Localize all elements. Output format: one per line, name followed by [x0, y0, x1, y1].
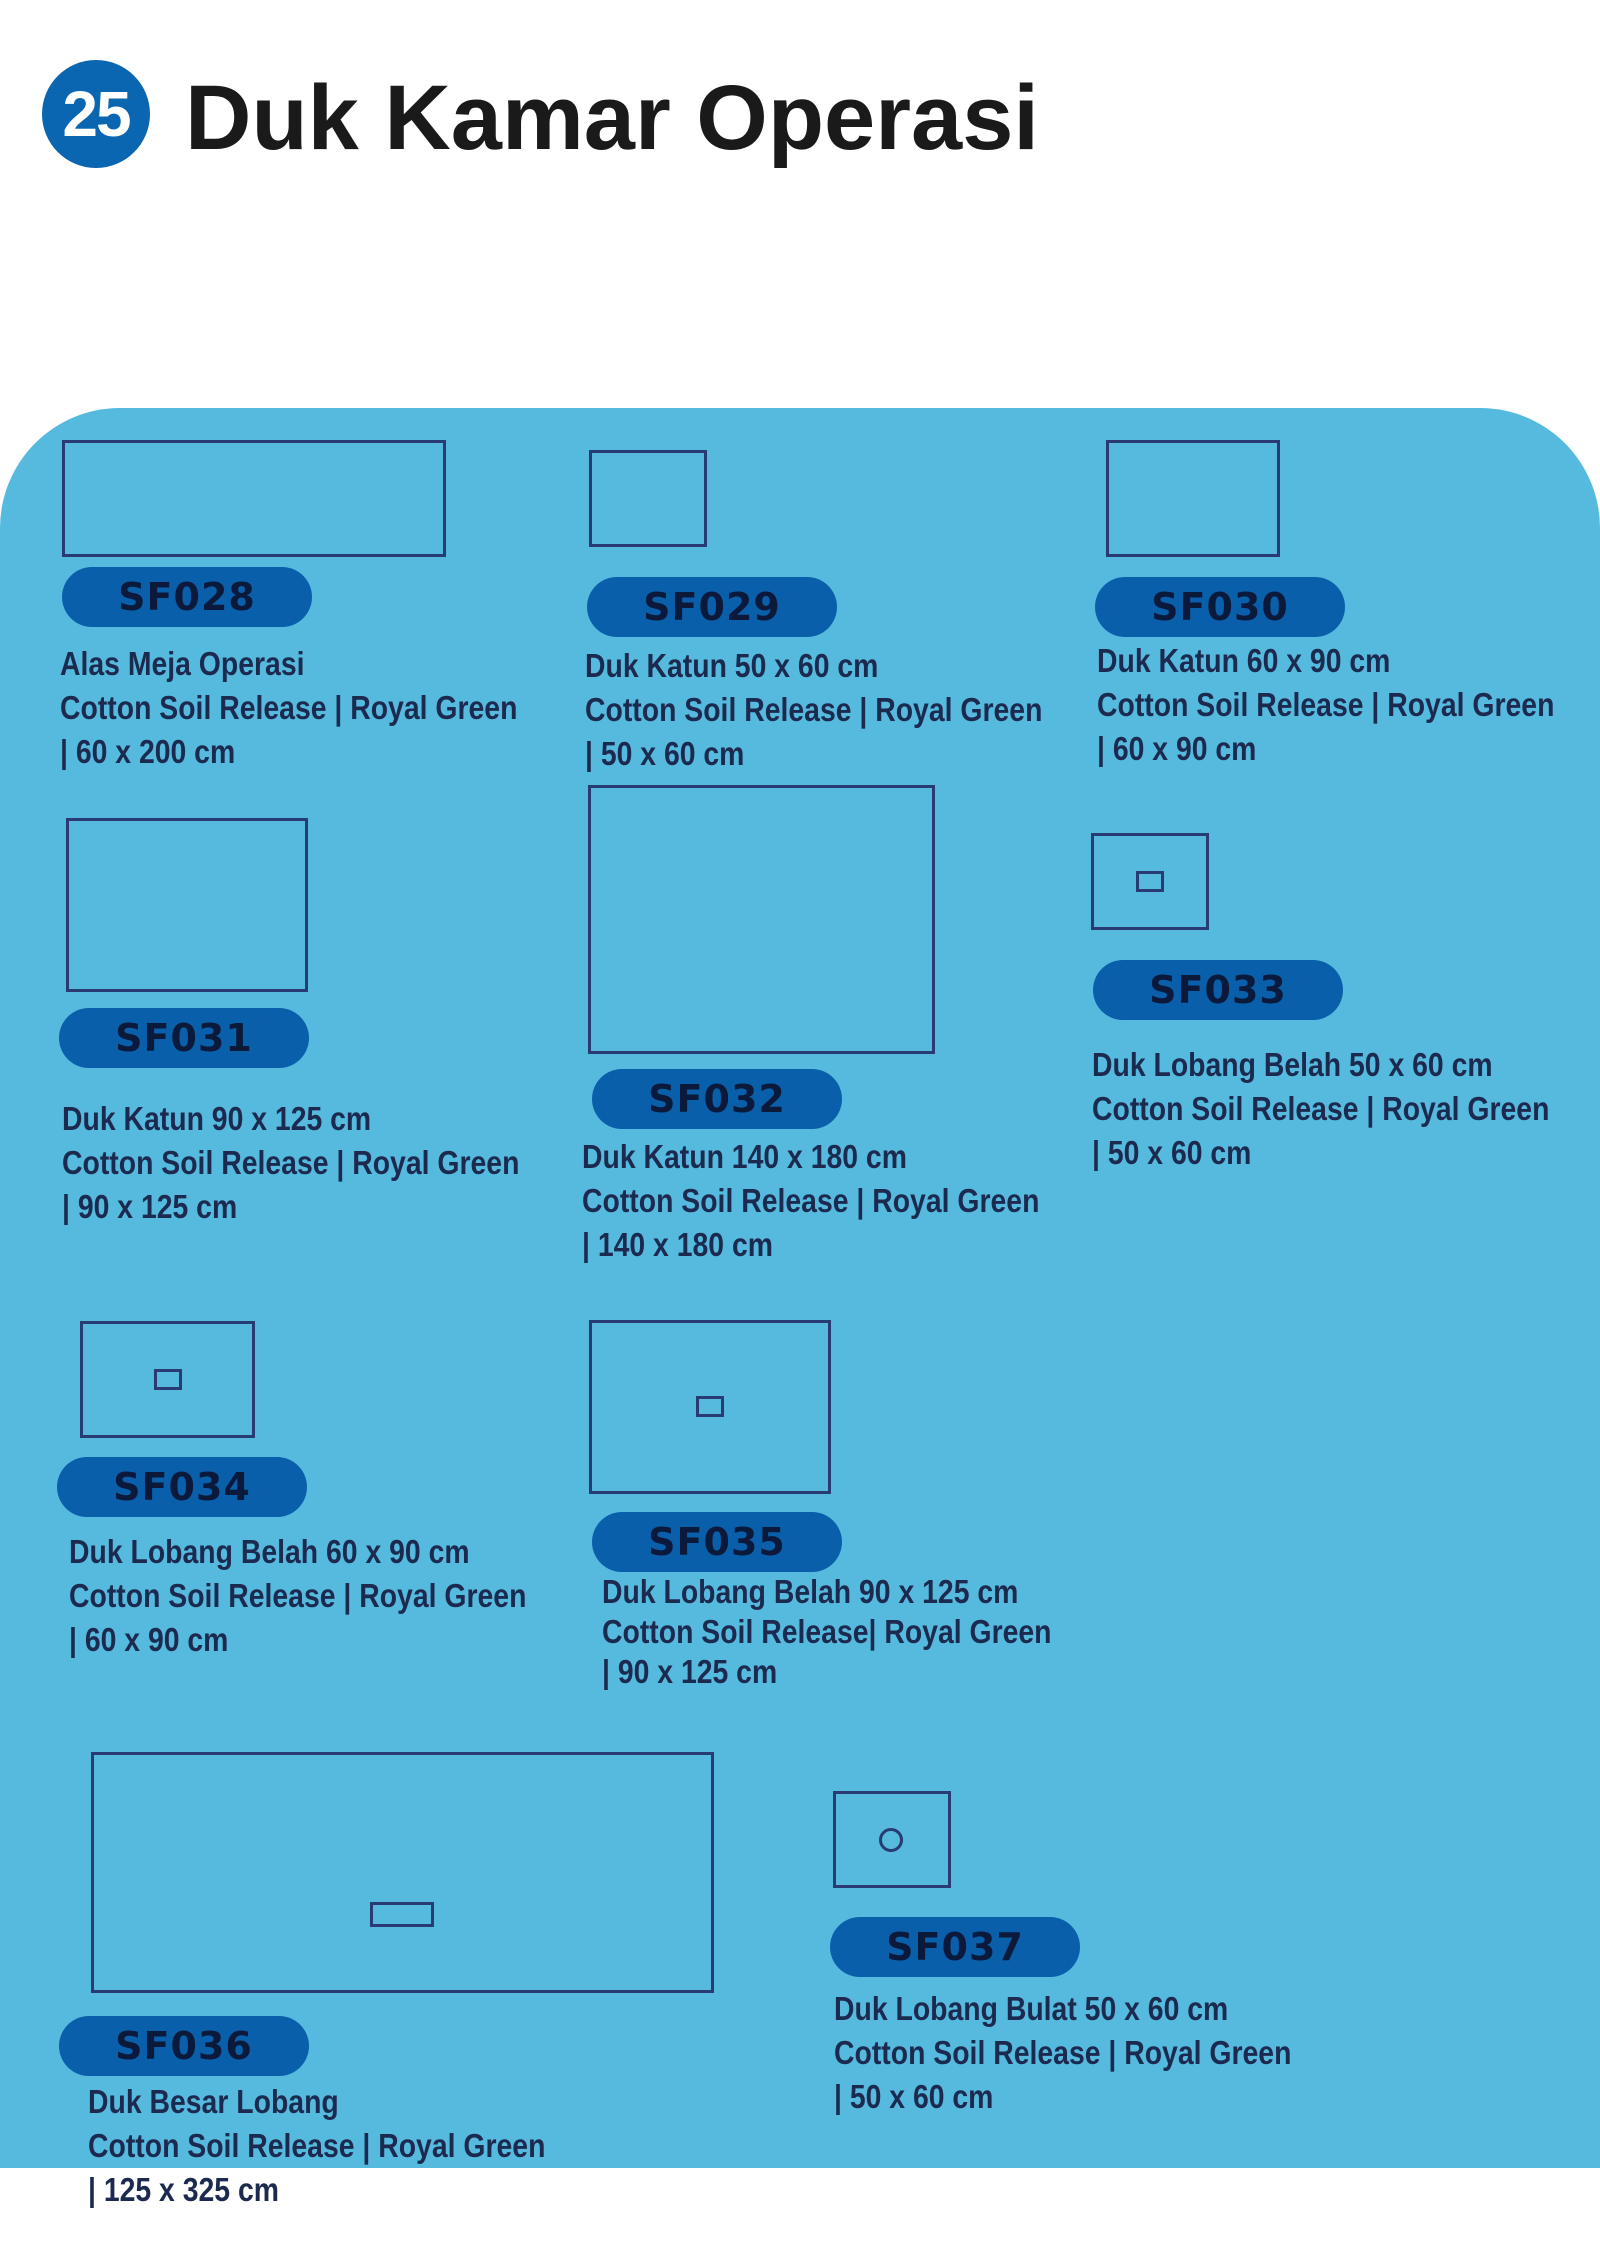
product-description-sf034: Duk Lobang Belah 60 x 90 cm Cotton Soil … [69, 1530, 526, 1662]
product-code-sf034: SF034 [57, 1457, 307, 1517]
product-code-sf031: SF031 [59, 1008, 309, 1068]
product-size: | 125 x 325 cm [88, 2171, 279, 2208]
product-size: | 50 x 60 cm [1092, 1134, 1252, 1171]
product-material: Cotton Soil Release | Royal Green [585, 691, 1043, 728]
product-size: | 90 x 125 cm [62, 1188, 238, 1225]
product-description-sf036: Duk Besar Lobang Cotton Soil Release | R… [88, 2080, 545, 2212]
product-name: Duk Besar Lobang [88, 2083, 339, 2120]
product-name: Duk Katun 90 x 125 cm [62, 1100, 372, 1137]
product-description-sf029: Duk Katun 50 x 60 cm Cotton Soil Release… [585, 644, 1042, 776]
drape-hole-sf037 [879, 1828, 903, 1852]
product-material: Cotton Soil Release | Royal Green [62, 1144, 520, 1181]
product-code-sf028: SF028 [62, 567, 312, 627]
drape-diagram-sf035 [589, 1320, 831, 1494]
product-name: Duk Katun 50 x 60 cm [585, 647, 879, 684]
product-code-sf029: SF029 [587, 577, 837, 637]
product-material: Cotton Soil Release | Royal Green [88, 2127, 546, 2164]
product-size: | 60 x 90 cm [69, 1621, 229, 1658]
product-code-sf032: SF032 [592, 1069, 842, 1129]
drape-diagram-sf036 [91, 1752, 714, 1993]
product-description-sf037: Duk Lobang Bulat 50 x 60 cm Cotton Soil … [834, 1987, 1291, 2119]
product-size: | 50 x 60 cm [585, 735, 745, 772]
product-name: Duk Lobang Belah 90 x 125 cm [602, 1573, 1019, 1610]
product-material: Cotton Soil Release| Royal Green [602, 1613, 1052, 1650]
product-name: Duk Lobang Belah 50 x 60 cm [1092, 1046, 1493, 1083]
drape-diagram-sf032 [588, 785, 935, 1054]
product-description-sf031: Duk Katun 90 x 125 cm Cotton Soil Releas… [62, 1097, 519, 1229]
product-code-sf035: SF035 [592, 1512, 842, 1572]
drape-hole-sf034 [154, 1369, 182, 1390]
product-code-sf037: SF037 [830, 1917, 1080, 1977]
drape-hole-sf036 [370, 1902, 434, 1927]
drape-diagram-sf031 [66, 818, 308, 992]
product-size: | 140 x 180 cm [582, 1226, 773, 1263]
drape-diagram-sf029 [589, 450, 707, 547]
product-material: Cotton Soil Release | Royal Green [834, 2034, 1292, 2071]
product-name: Duk Katun 140 x 180 cm [582, 1138, 907, 1175]
drape-diagram-sf033 [1091, 833, 1209, 930]
product-material: Cotton Soil Release | Royal Green [1092, 1090, 1550, 1127]
product-name: Duk Lobang Belah 60 x 90 cm [69, 1533, 470, 1570]
product-description-sf032: Duk Katun 140 x 180 cm Cotton Soil Relea… [582, 1135, 1039, 1267]
product-description-sf035: Duk Lobang Belah 90 x 125 cm Cotton Soil… [602, 1572, 1052, 1692]
product-size: | 60 x 90 cm [1097, 730, 1257, 767]
drape-diagram-sf037 [833, 1791, 951, 1888]
product-name: Duk Lobang Bulat 50 x 60 cm [834, 1990, 1229, 2027]
product-material: Cotton Soil Release | Royal Green [60, 689, 518, 726]
drape-hole-sf035 [696, 1396, 724, 1417]
drape-diagram-sf028 [62, 440, 446, 557]
product-code-sf030: SF030 [1095, 577, 1345, 637]
product-code-sf036: SF036 [59, 2016, 309, 2076]
product-description-sf030: Duk Katun 60 x 90 cm Cotton Soil Release… [1097, 639, 1554, 771]
product-code-sf033: SF033 [1093, 960, 1343, 1020]
page-number-badge: 25 [42, 60, 150, 168]
product-material: Cotton Soil Release | Royal Green [1097, 686, 1555, 723]
product-material: Cotton Soil Release | Royal Green [69, 1577, 527, 1614]
product-name: Alas Meja Operasi [60, 645, 305, 682]
drape-diagram-sf030 [1106, 440, 1280, 557]
product-size: | 50 x 60 cm [834, 2078, 994, 2115]
product-size: | 90 x 125 cm [602, 1653, 778, 1690]
product-material: Cotton Soil Release | Royal Green [582, 1182, 1040, 1219]
product-description-sf028: Alas Meja Operasi Cotton Soil Release | … [60, 642, 517, 774]
product-size: | 60 x 200 cm [60, 733, 236, 770]
drape-diagram-sf034 [80, 1321, 255, 1438]
drape-hole-sf033 [1136, 871, 1164, 892]
product-name: Duk Katun 60 x 90 cm [1097, 642, 1391, 679]
product-description-sf033: Duk Lobang Belah 50 x 60 cm Cotton Soil … [1092, 1043, 1549, 1175]
page-title: Duk Kamar Operasi [185, 67, 1039, 169]
catalog-panel [0, 408, 1600, 2168]
